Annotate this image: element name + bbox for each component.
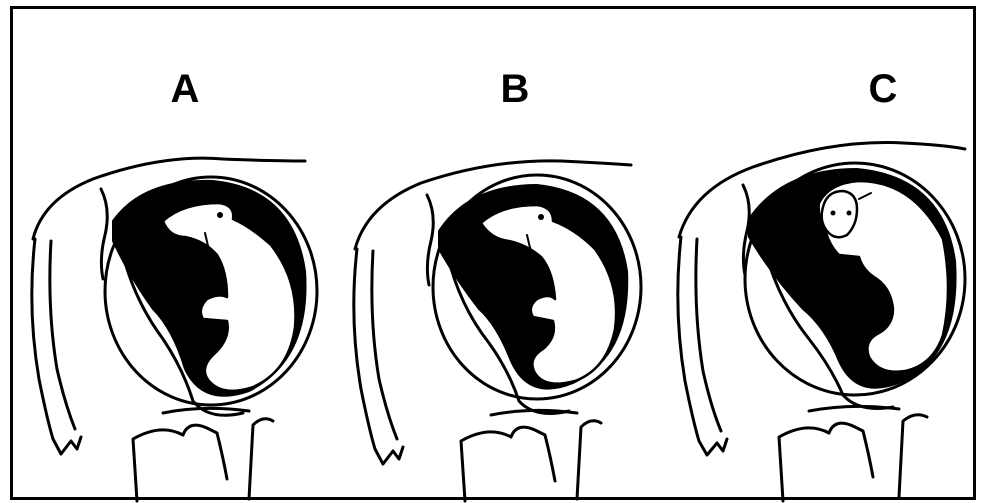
hind-leg-b xyxy=(577,421,601,499)
calf-eye-a xyxy=(217,212,223,218)
belly-line-c xyxy=(809,406,899,411)
uterus-diagram-a xyxy=(13,9,335,503)
belly-line-b xyxy=(491,410,577,415)
panel-a: A xyxy=(13,9,335,503)
calf-eye-right-c xyxy=(847,211,852,216)
udder-b xyxy=(461,427,555,501)
vulva-outline-b xyxy=(427,195,433,285)
tail-inner-a xyxy=(50,241,75,429)
tail-inner-c xyxy=(696,239,721,431)
hind-leg-a xyxy=(249,419,273,499)
tail-inner-b xyxy=(372,251,397,439)
figure-frame: A B xyxy=(10,6,976,500)
uterus-diagram-b xyxy=(331,9,653,503)
panel-b: B xyxy=(331,9,653,503)
uterus-diagram-c xyxy=(653,9,979,503)
udder-a xyxy=(133,425,227,501)
calf-eye-left-c xyxy=(831,211,836,216)
udder-c xyxy=(779,423,873,501)
calf-eye-b xyxy=(538,214,544,220)
hind-leg-c xyxy=(899,415,927,497)
panel-c: C xyxy=(653,9,975,503)
tail-c xyxy=(678,237,727,455)
calf-head-c xyxy=(822,191,857,237)
